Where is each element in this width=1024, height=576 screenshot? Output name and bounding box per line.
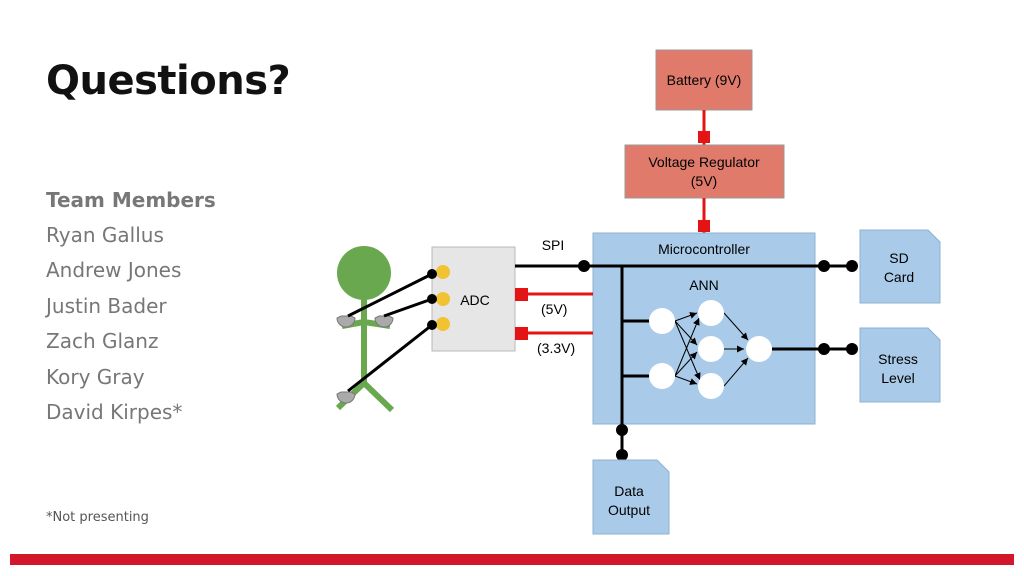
ann-node — [698, 373, 724, 399]
stress-output-line — [772, 343, 858, 355]
person-figure — [335, 246, 395, 413]
regulator-label-line1: Voltage Regulator — [648, 154, 760, 170]
sd-card-label-line2: Card — [884, 269, 914, 285]
battery-regulator-link — [698, 110, 710, 145]
adc-input-connector — [436, 292, 450, 306]
data-output-label-line1: Data — [614, 483, 644, 499]
slide-title: Questions? — [46, 58, 291, 104]
microcontroller-label: Microcontroller — [658, 241, 750, 257]
adc-input-connector — [436, 317, 450, 331]
sd-card-label-line1: SD — [889, 250, 908, 266]
ann-nodes — [649, 300, 772, 399]
internal-bus — [616, 266, 650, 461]
stress-level-label-line2: Level — [881, 370, 914, 386]
stress-level-label-line1: Stress — [878, 351, 918, 367]
team-member: Zach Glanz — [46, 329, 159, 354]
ann-connections — [674, 312, 749, 387]
ann-node — [649, 363, 675, 389]
data-output-block: Data Output — [592, 459, 670, 535]
ann-label: ANN — [689, 277, 719, 293]
sd-card-block: SD Card — [859, 229, 941, 304]
electrode-right-hand — [374, 315, 394, 328]
team-member: Ryan Gallus — [46, 223, 164, 247]
team-members-heading: Team Members — [46, 188, 216, 212]
team-member: Kory Gray — [46, 364, 145, 389]
adc-input-connector — [436, 265, 450, 279]
ann-node — [698, 336, 724, 362]
spi-bus: SPI — [515, 237, 858, 272]
adc-block: ADC — [431, 246, 516, 352]
adc-label: ADC — [460, 292, 490, 308]
adc-power-lines: (5V) (3.3V) — [515, 288, 593, 356]
voltage-regulator-block: Voltage Regulator (5V) — [624, 144, 785, 199]
accent-bar — [10, 554, 1014, 565]
ann-node — [746, 336, 772, 362]
battery-label: Battery (9V) — [667, 72, 742, 88]
electrode-left-hand — [336, 315, 356, 328]
team-member: Justin Bader — [46, 293, 167, 318]
power-3v3-label: (3.3V) — [537, 340, 575, 356]
ann-node — [698, 300, 724, 326]
electrode-wires — [347, 269, 437, 393]
electrode-foot — [336, 391, 356, 404]
regulator-mcu-link — [698, 198, 710, 234]
footnote: *Not presenting — [46, 510, 149, 525]
battery-block: Battery (9V) — [655, 49, 753, 111]
power-5v-label: (5V) — [541, 301, 567, 317]
stress-level-block: Stress Level — [859, 327, 941, 403]
spi-label: SPI — [542, 237, 565, 253]
regulator-label-line2: (5V) — [691, 173, 717, 189]
ann-node — [649, 308, 675, 334]
team-members-list: Team Members Ryan Gallus Andrew Jones Ju… — [46, 186, 216, 433]
team-member: Andrew Jones — [46, 258, 182, 283]
team-member: David Kirpes* — [46, 399, 183, 424]
data-output-label-line2: Output — [608, 502, 650, 518]
person-head — [337, 246, 391, 300]
